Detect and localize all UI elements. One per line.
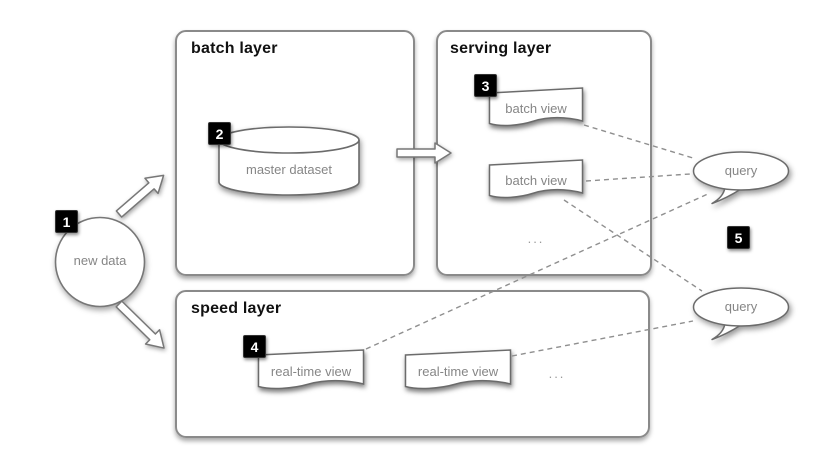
query-top-label: query xyxy=(724,163,758,178)
badge-3-batch-view: 3 xyxy=(474,74,497,97)
realtime-view-2-document-icon xyxy=(404,349,512,390)
badge-1-new-data: 1 xyxy=(55,210,78,233)
query-bottom-bubble-icon xyxy=(692,287,790,341)
master-dataset-cylinder-icon xyxy=(218,126,360,196)
serving-layer-title: serving layer xyxy=(450,40,552,57)
badge-2-master-dataset: 2 xyxy=(208,122,231,145)
batch-layer-title: batch layer xyxy=(191,40,278,57)
arrow-newdata-to-batchlayer xyxy=(115,174,165,218)
badge-4-realtime-view: 4 xyxy=(243,335,266,358)
realtime-view-1-document-icon xyxy=(257,349,365,390)
speed-layer-title: speed layer xyxy=(191,300,282,317)
new-data-label: new data xyxy=(73,253,127,268)
batch-view-1-label: batch view xyxy=(505,101,567,116)
speed-layer-ellipsis: ... xyxy=(548,366,566,381)
batch-view-2-label: batch view xyxy=(505,173,567,188)
realtime-view-1-label: real-time view xyxy=(270,364,352,379)
new-data-circle-icon xyxy=(54,216,146,308)
realtime-view-2-label: real-time view xyxy=(417,364,499,379)
badge-5-query: 5 xyxy=(727,226,750,249)
query-top-bubble-icon xyxy=(692,151,790,205)
query-bottom-label: query xyxy=(724,299,758,314)
batch-view-1-document-icon xyxy=(488,87,584,127)
serving-layer-ellipsis: ... xyxy=(527,231,545,246)
master-dataset-label: master dataset xyxy=(246,162,332,177)
